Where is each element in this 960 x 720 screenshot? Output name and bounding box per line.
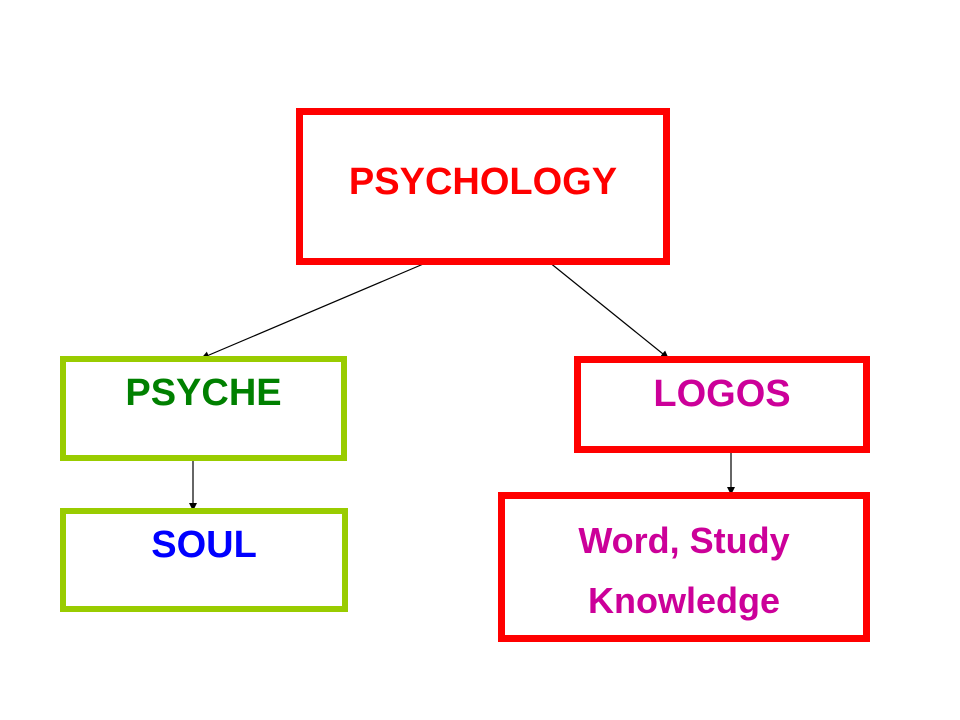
node-psychology-label: PSYCHOLOGY <box>348 161 618 203</box>
node-logos-label: LOGOS <box>653 373 791 415</box>
node-meaning-line2: Knowledge <box>587 580 780 621</box>
arrow-psychology-to-logos <box>548 261 669 359</box>
node-meaning: Word, Study Knowledge <box>498 492 870 642</box>
node-psyche: PSYCHE <box>60 356 347 461</box>
node-soul-label: SOUL <box>151 524 257 566</box>
node-psychology: PSYCHOLOGY <box>296 108 670 265</box>
node-psyche-label: PSYCHE <box>125 372 282 414</box>
node-logos: LOGOS <box>574 356 870 453</box>
node-meaning-line1: Word, Study <box>578 520 790 561</box>
node-soul: SOUL <box>60 508 348 612</box>
arrow-psychology-to-psyche <box>201 261 429 359</box>
